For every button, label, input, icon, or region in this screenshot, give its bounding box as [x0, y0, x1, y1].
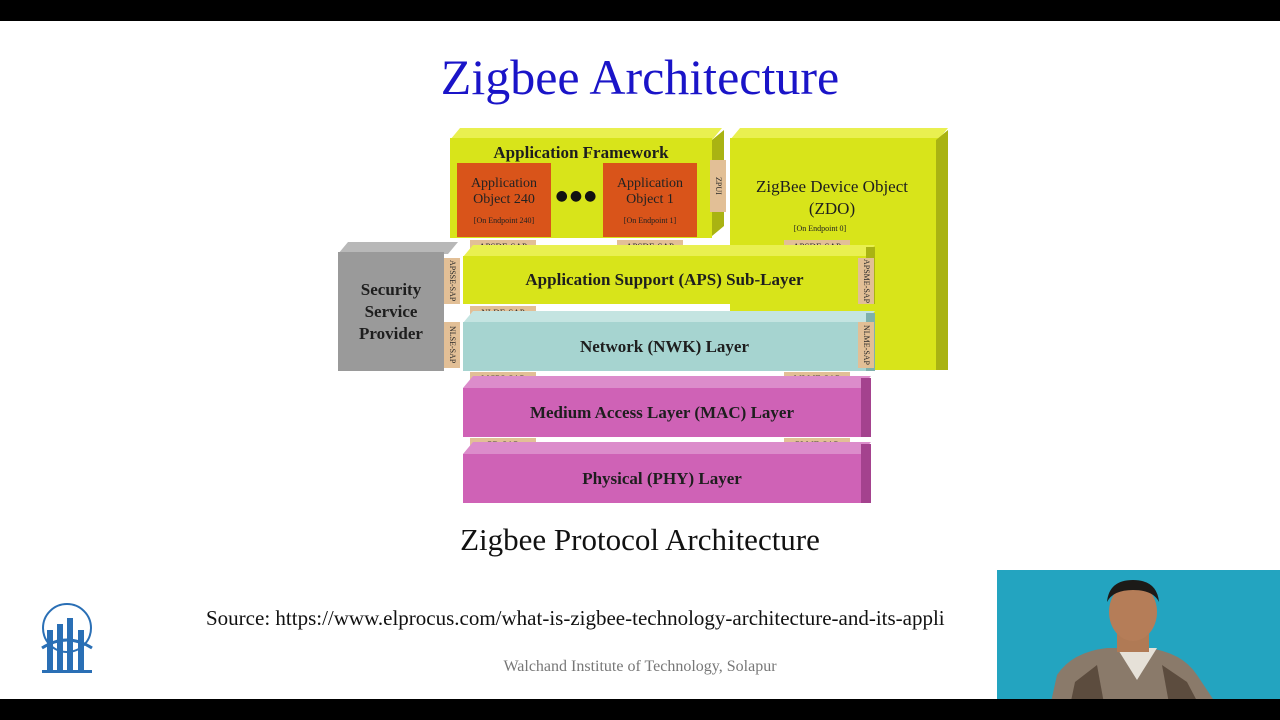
security-top-face [338, 242, 458, 254]
zdo-top-face [730, 128, 948, 140]
app-framework-top-face [450, 128, 722, 140]
mac-side-face [861, 378, 871, 437]
zdo-side-face [936, 130, 948, 370]
security-service-provider: Security Service Provider [338, 252, 444, 371]
mac-label: Medium Access Layer (MAC) Layer [529, 402, 795, 422]
phy-label: Physical (PHY) Layer [582, 468, 742, 488]
top-letterbox-bar [0, 0, 1280, 21]
app-object-240: Application Object 240 [On Endpoint 240] [457, 163, 551, 237]
apsme-sap: APSME-SAP [858, 258, 874, 304]
source-citation: Source: https://www.elprocus.com/what-is… [206, 606, 945, 630]
phy-top-face [463, 442, 871, 454]
nlme-sap: NLME-SAP [858, 322, 874, 368]
nwk-label: Network (NWK) Layer [579, 336, 749, 356]
ellipsis-dots: ●●● [555, 188, 599, 204]
phy-side-face [861, 444, 871, 503]
aps-sub-layer: Application Support (APS) Sub-Layer [463, 256, 866, 304]
diagram-caption: Zigbee Protocol Architecture [460, 522, 820, 557]
zdo-sap-label: ZPUI [710, 160, 726, 212]
security-label: Security Service Provider [359, 279, 423, 343]
nlse-sap: NLSE-SAP [444, 322, 460, 368]
zdo-label: ZigBee Device Object (ZDO) [756, 177, 908, 218]
presenter-figure-icon [997, 570, 1280, 720]
mac-top-face [463, 376, 871, 388]
institution-footer: Walchand Institute of Technology, Solapu… [503, 658, 777, 675]
app-framework-label: Application Framework [493, 143, 669, 162]
aps-label: Application Support (APS) Sub-Layer [525, 270, 804, 289]
nwk-top-face [463, 311, 875, 323]
presenter-webcam [997, 570, 1280, 720]
apsse-sap: APSSE-SAP [444, 258, 460, 304]
app-object-240-label: Application Object 240 [470, 175, 538, 207]
app-object-1-label: Application Object 1 [616, 175, 684, 207]
app-object-1-endpoint: [On Endpoint 1] [623, 215, 677, 225]
phy-layer: Physical (PHY) Layer [463, 454, 861, 503]
app-object-1: Application Object 1 [On Endpoint 1] [603, 163, 697, 237]
mac-layer: Medium Access Layer (MAC) Layer [463, 388, 861, 437]
bottom-letterbox-bar [0, 699, 1280, 720]
institution-logo-icon [41, 603, 93, 673]
zdo-endpoint: [On Endpoint 0] [793, 224, 847, 233]
nwk-layer: Network (NWK) Layer [463, 322, 866, 371]
slide-title: Zigbee Architecture [440, 49, 840, 105]
app-object-240-endpoint: [On Endpoint 240] [473, 215, 535, 225]
aps-top-face [463, 245, 875, 257]
